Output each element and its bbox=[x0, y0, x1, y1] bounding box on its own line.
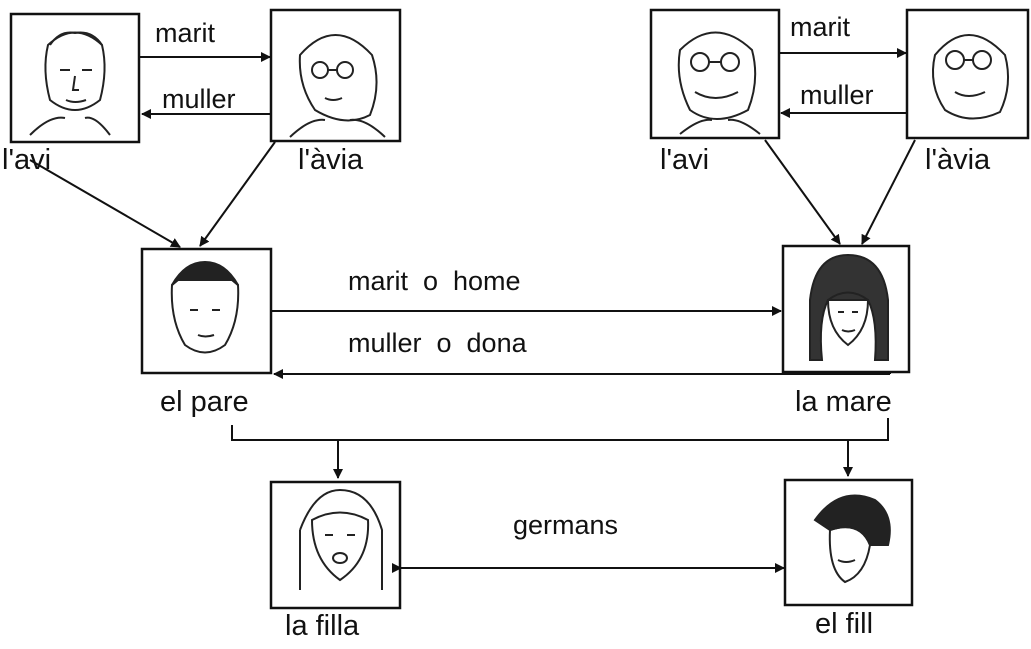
old-woman-face-icon bbox=[289, 34, 386, 138]
arrow-avi-to-pare bbox=[29, 159, 181, 248]
label-avi-paternal: l'avi bbox=[2, 144, 52, 176]
label-avia-paternal: l'àvia bbox=[298, 144, 364, 176]
label-pare: el pare bbox=[160, 386, 249, 418]
woman-face-icon bbox=[809, 253, 889, 361]
label-marit-left: marit bbox=[155, 18, 215, 48]
man-face-icon bbox=[170, 260, 240, 354]
label-muller-o-dona: muller o dona bbox=[348, 328, 527, 358]
label-fill: el fill bbox=[815, 608, 874, 640]
label-filla: la filla bbox=[285, 610, 360, 642]
portrait-fill bbox=[783, 478, 914, 607]
label-avia-maternal: l'àvia bbox=[925, 144, 991, 176]
label-muller-right: muller bbox=[800, 80, 874, 110]
label-avi-maternal: l'avi bbox=[660, 144, 710, 176]
arrow-avia-to-mare bbox=[861, 139, 916, 245]
label-marit-right: marit bbox=[790, 12, 850, 42]
label-muller-left: muller bbox=[162, 84, 236, 114]
portrait-filla bbox=[269, 480, 402, 610]
girl-face-icon bbox=[299, 488, 383, 590]
arrow-avi-to-mare bbox=[764, 139, 841, 245]
arrow-avia-to-pare bbox=[199, 141, 276, 247]
portrait-pare bbox=[140, 247, 273, 375]
portrait-avia-paternal bbox=[269, 8, 402, 143]
old-man-glasses-face-icon bbox=[677, 31, 761, 135]
old-woman-glasses-face-icon bbox=[932, 34, 1010, 120]
old-man-face-icon bbox=[29, 31, 111, 136]
label-mare: la mare bbox=[795, 386, 892, 418]
portrait-avia-maternal bbox=[905, 8, 1030, 140]
label-marit-o-home: marit o home bbox=[348, 266, 521, 296]
boy-face-icon bbox=[813, 494, 891, 584]
portrait-avi-maternal bbox=[649, 8, 781, 140]
children-connector bbox=[231, 418, 889, 441]
portrait-avi-paternal bbox=[9, 12, 141, 144]
label-germans: germans bbox=[513, 510, 619, 540]
portrait-mare bbox=[781, 244, 911, 374]
